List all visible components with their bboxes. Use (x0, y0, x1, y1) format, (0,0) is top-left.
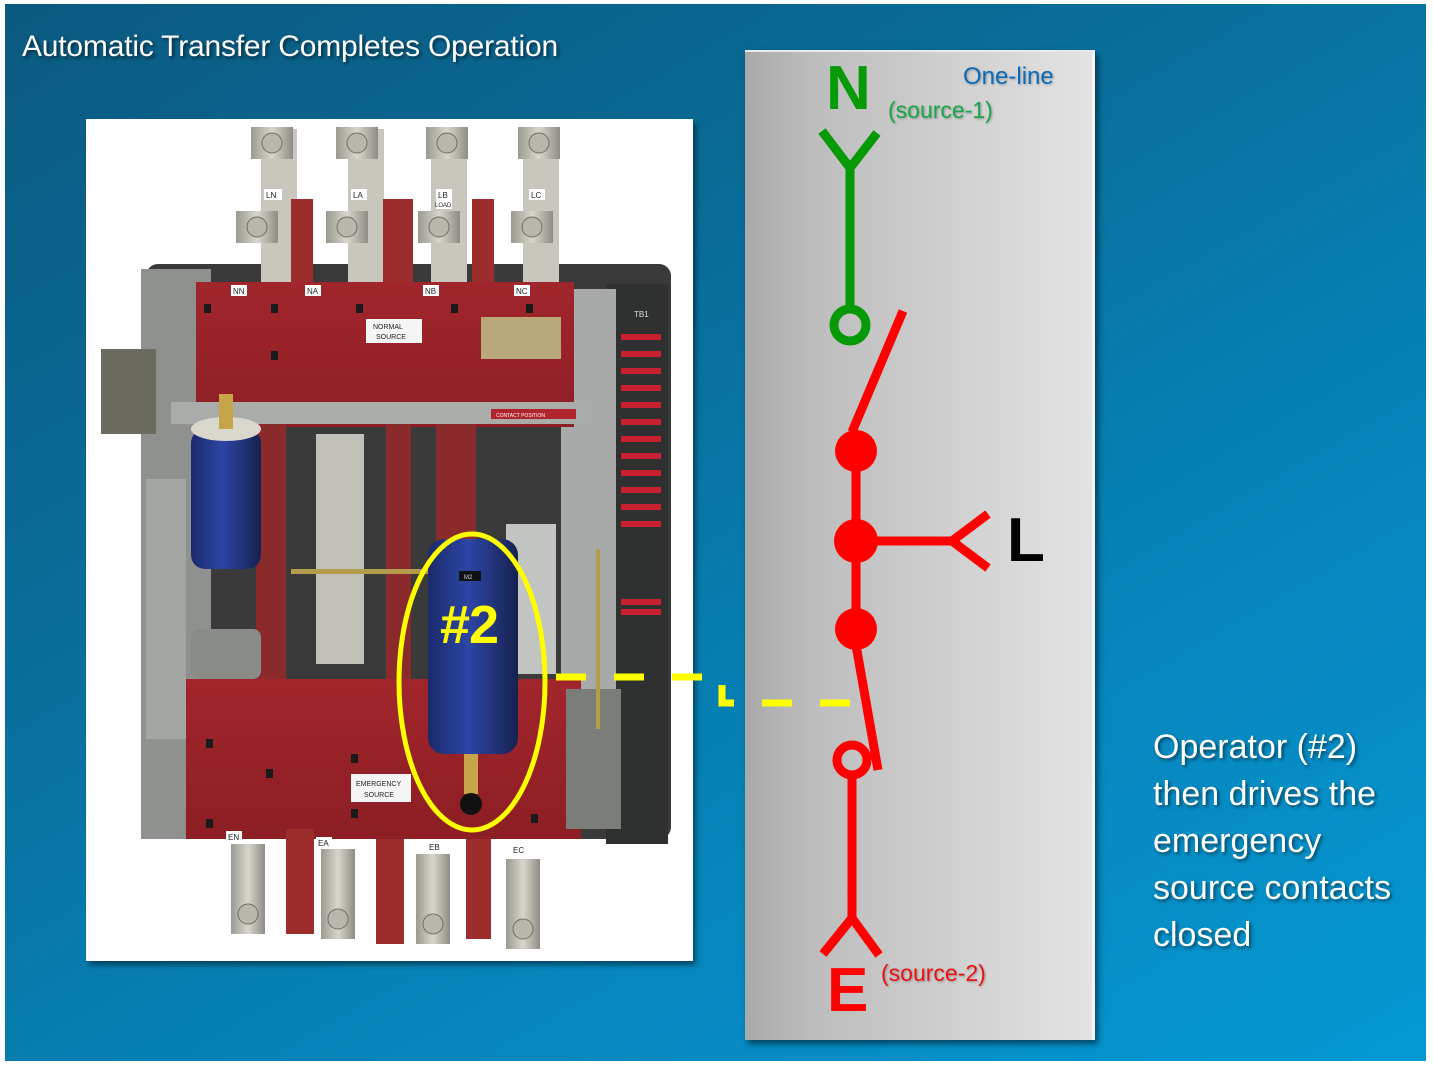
terminal-NA: NA (307, 287, 319, 296)
terminal-EA: EA (318, 839, 329, 848)
slide-title: Automatic Transfer Completes Operation (22, 30, 558, 63)
caption-line-1: Operator (#2) (1153, 728, 1358, 766)
normal-plate-line2: SOURCE (376, 334, 406, 341)
tb1-label: TB1 (634, 310, 649, 319)
load-note: LOAD (435, 203, 452, 209)
normal-source-letter: N (826, 54, 871, 123)
operator-2-tag: #2 (440, 595, 499, 655)
terminal-NB: NB (425, 287, 436, 296)
normal-plate-line1: NORMAL (373, 324, 403, 331)
terminal-LC: LC (531, 191, 541, 200)
transfer-switch-photo: TB1 LN LA LB LOAD LC (86, 119, 693, 961)
terminal-NC: NC (516, 287, 528, 296)
emergency-plate-line2: SOURCE (364, 792, 394, 799)
caption-line-5: closed (1153, 916, 1252, 954)
caption-line-2: then drives the (1153, 775, 1377, 813)
emergency-plate-line1: EMERGENCY (356, 781, 401, 788)
terminal-EC: EC (513, 846, 524, 855)
terminal-LA: LA (353, 191, 363, 200)
emergency-source-letter: E (827, 956, 869, 1025)
terminal-EN: EN (228, 833, 239, 842)
transfer-switch-illustration: TB1 LN LA LB LOAD LC (101, 127, 671, 949)
terminal-LB: LB (438, 191, 448, 200)
caption-text: Operator (#2) then drives the emergency … (1153, 724, 1423, 959)
motor-m2-label: M2 (464, 575, 473, 581)
caption-line-4: source contacts (1153, 869, 1392, 907)
contact-position-label: CONTACT POSITION (496, 413, 545, 419)
load-letter: L (1007, 506, 1045, 575)
one-line-title: One-line (963, 63, 1054, 90)
terminal-EB: EB (429, 843, 440, 852)
terminal-NN: NN (233, 287, 245, 296)
terminal-LN: LN (266, 191, 276, 200)
caption-line-3: emergency (1153, 822, 1322, 860)
normal-source-label: (source-1) (888, 97, 993, 123)
emergency-source-label: (source-2) (881, 960, 986, 986)
